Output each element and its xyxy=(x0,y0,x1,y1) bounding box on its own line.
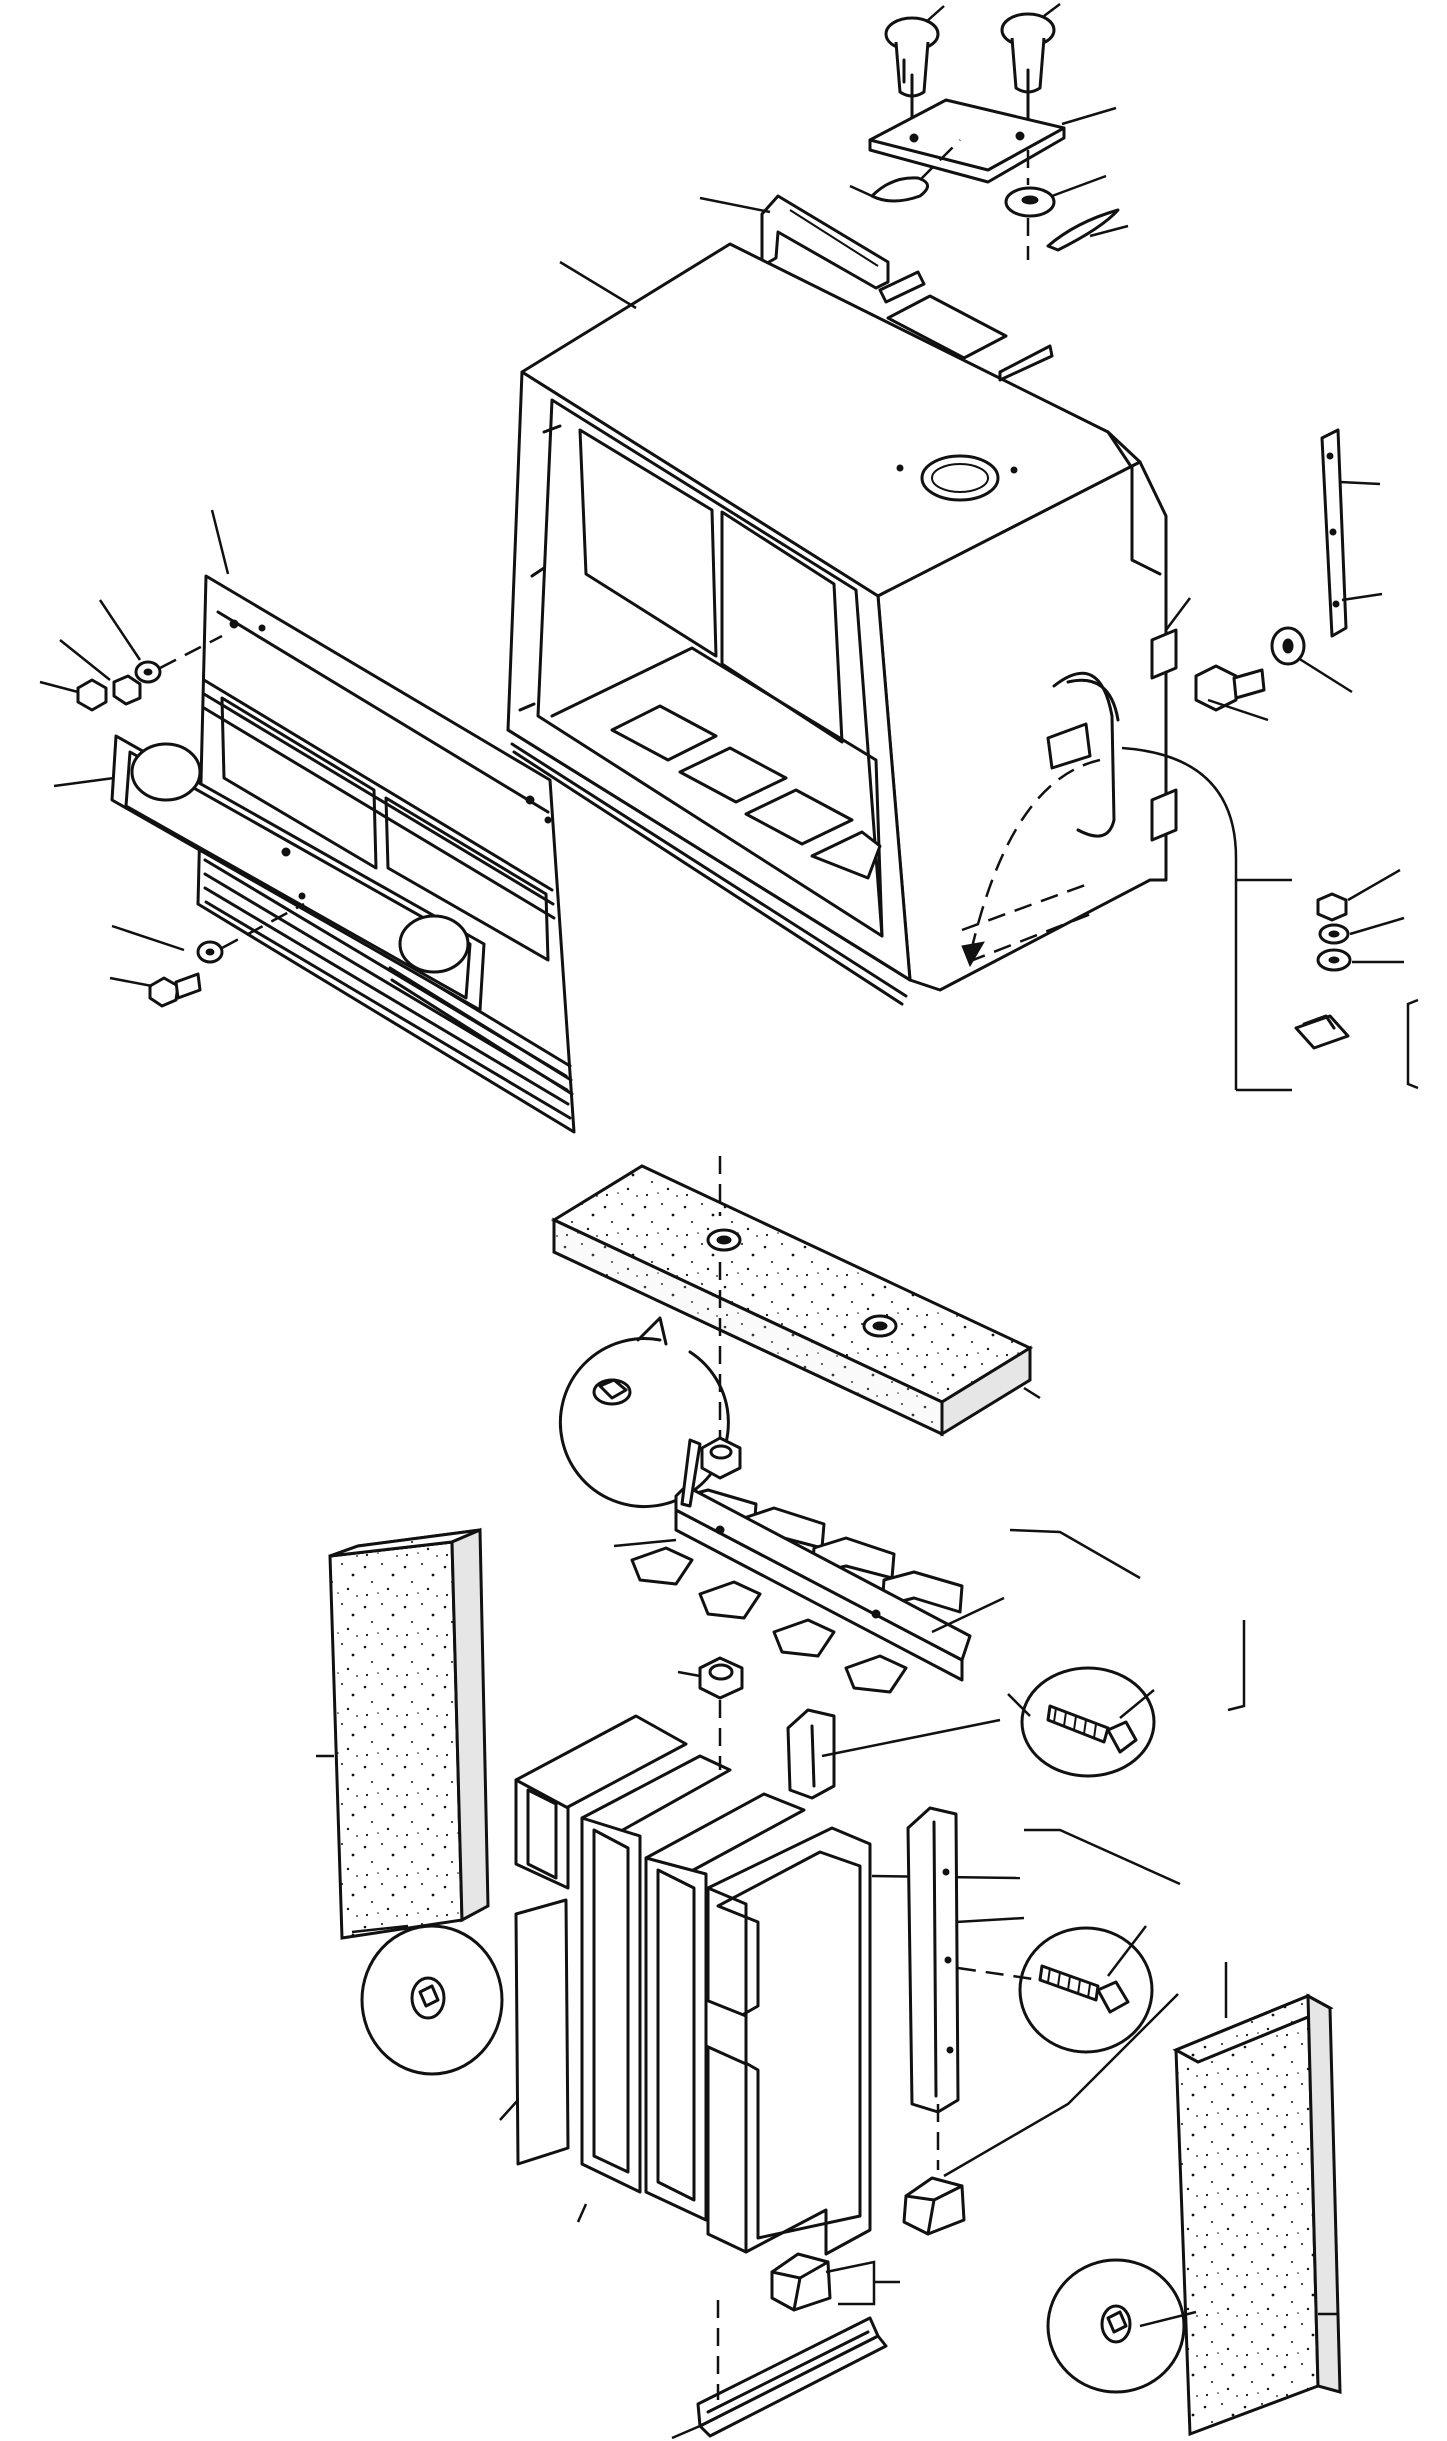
washer-and-cotter-pin xyxy=(1004,150,1129,260)
insulator-blocks xyxy=(499,1714,1021,2256)
tapping-screws xyxy=(957,1666,1156,2054)
hex-nut-lower xyxy=(677,1656,744,1700)
latch-fasteners xyxy=(1121,746,1419,1092)
clip-detail-circle-3 xyxy=(1046,2258,1197,2394)
grille-plate xyxy=(53,734,486,1012)
side-strap xyxy=(1320,428,1383,638)
clip-detail-circle-1 xyxy=(558,1316,730,1509)
left-foam-panel xyxy=(316,1527,490,1940)
hinge-pin-right xyxy=(1000,12,1056,130)
top-foam-panel xyxy=(550,1164,1041,1437)
wedge-blocks xyxy=(770,1993,1179,2312)
hex-nut-upper xyxy=(700,1436,742,1480)
retaining-clip xyxy=(849,139,961,203)
bolt-and-washer xyxy=(1165,597,1353,722)
right-foam-panel xyxy=(1172,1993,1342,2437)
grille-fasteners xyxy=(39,599,305,1008)
bottom-rail xyxy=(671,2300,888,2440)
lock-plate xyxy=(868,98,1117,184)
hood-cover xyxy=(506,242,1178,1006)
channel-rail xyxy=(786,1708,1228,2114)
clip-detail-circle-2 xyxy=(351,1924,504,2076)
hinge-pin-left xyxy=(884,16,940,132)
hinge-pins xyxy=(884,3,1061,132)
mounting-bracket xyxy=(613,1438,1246,1712)
